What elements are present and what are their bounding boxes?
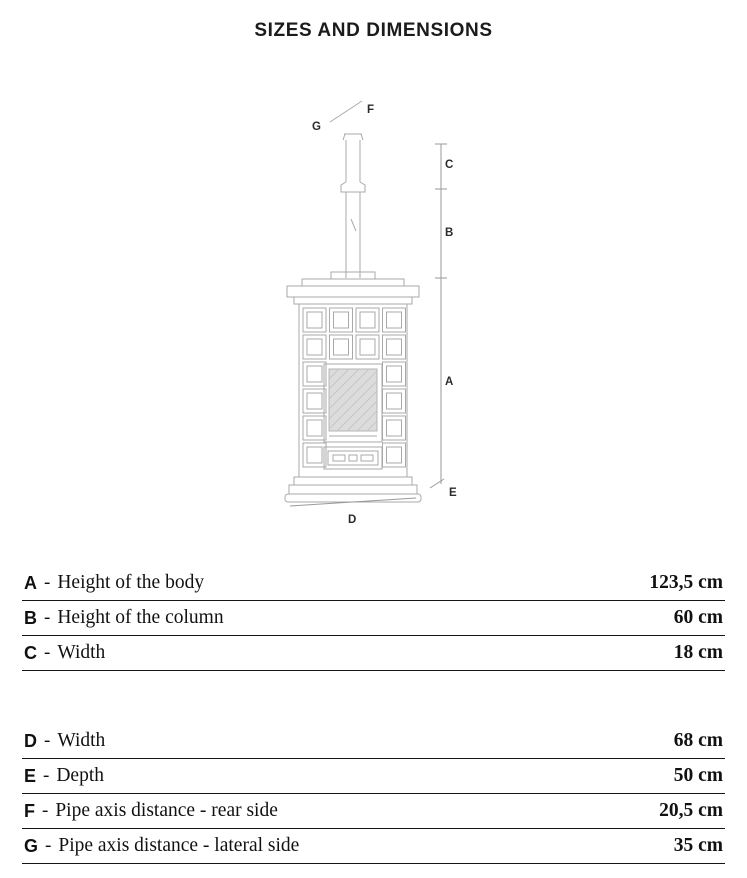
dimension-label: Height of the body bbox=[57, 572, 205, 593]
dimension-label: Height of the column bbox=[57, 607, 224, 628]
dimension-value: 18 cm bbox=[673, 642, 723, 663]
dimensions-table-lower: D - Width 68 cm E - Depth 50 cm F - Pipe… bbox=[22, 724, 725, 864]
diagram-label-E: E bbox=[449, 487, 457, 499]
vertical-dimension-line bbox=[429, 143, 447, 489]
dimension-key: D bbox=[24, 730, 37, 751]
chimney-pipe bbox=[340, 133, 366, 278]
dimension-value: 35 cm bbox=[673, 835, 723, 856]
dimension-separator: - bbox=[44, 730, 51, 751]
table-row: E - Depth 50 cm bbox=[22, 759, 725, 794]
dimension-separator: - bbox=[44, 572, 51, 593]
dimension-value: 68 cm bbox=[673, 730, 723, 751]
tile-grid bbox=[302, 307, 406, 468]
depth-dimension-line bbox=[289, 497, 417, 507]
table-row: D - Width 68 cm bbox=[22, 724, 725, 759]
table-row: G - Pipe axis distance - lateral side 35… bbox=[22, 829, 725, 864]
dimension-key: G bbox=[24, 835, 39, 856]
dimension-key: C bbox=[24, 642, 37, 663]
dimension-key: B bbox=[24, 607, 37, 628]
page-title: SIZES AND DIMENSIONS bbox=[254, 20, 493, 41]
fire-door bbox=[323, 363, 383, 443]
damper-handle bbox=[350, 218, 357, 232]
pipe-axis-line bbox=[329, 100, 363, 123]
dimension-label: Pipe axis distance - rear side bbox=[55, 800, 278, 821]
dimension-value: 20,5 cm bbox=[659, 800, 723, 821]
dimension-tick bbox=[429, 478, 445, 489]
dimension-value: 123,5 cm bbox=[649, 572, 723, 593]
stove-diagram: F G C B A E D bbox=[284, 100, 457, 526]
stove-crown bbox=[286, 271, 420, 305]
table-row: B - Height of the column 60 cm bbox=[22, 601, 725, 636]
diagram-label-G: G bbox=[312, 121, 321, 133]
dimension-label: Width bbox=[57, 730, 106, 751]
dimension-separator: - bbox=[44, 607, 51, 628]
diagram-label-D: D bbox=[348, 514, 356, 526]
dimension-label: Depth bbox=[56, 765, 104, 786]
dimension-value: 60 cm bbox=[673, 607, 723, 628]
table-row: A - Height of the body 123,5 cm bbox=[22, 566, 725, 601]
dimension-label: Width bbox=[57, 642, 106, 663]
table-row: C - Width 18 cm bbox=[22, 636, 725, 671]
stove-diagram-wrap: F G C B A E D bbox=[278, 92, 478, 537]
diagram-label-A: A bbox=[445, 376, 453, 388]
ash-drawer bbox=[323, 446, 383, 470]
dimension-separator: - bbox=[43, 765, 50, 786]
diagram-label-B: B bbox=[445, 227, 453, 239]
pipe-collar bbox=[340, 181, 366, 193]
stove-body bbox=[298, 303, 408, 478]
diagram-label-F: F bbox=[367, 104, 374, 116]
table-row: F - Pipe axis distance - rear side 20,5 … bbox=[22, 794, 725, 829]
dimensions-table-upper: A - Height of the body 123,5 cm B - Heig… bbox=[22, 566, 725, 671]
dimension-separator: - bbox=[42, 800, 49, 821]
stove-base bbox=[284, 476, 422, 503]
dimension-separator: - bbox=[44, 642, 51, 663]
dimension-key: E bbox=[24, 765, 37, 786]
dimension-value: 50 cm bbox=[673, 765, 723, 786]
diagram-label-C: C bbox=[445, 159, 453, 171]
dimension-separator: - bbox=[45, 835, 52, 856]
dimension-label: Pipe axis distance - lateral side bbox=[58, 835, 300, 856]
dimension-key: A bbox=[24, 572, 37, 593]
dimension-key: F bbox=[24, 800, 35, 821]
